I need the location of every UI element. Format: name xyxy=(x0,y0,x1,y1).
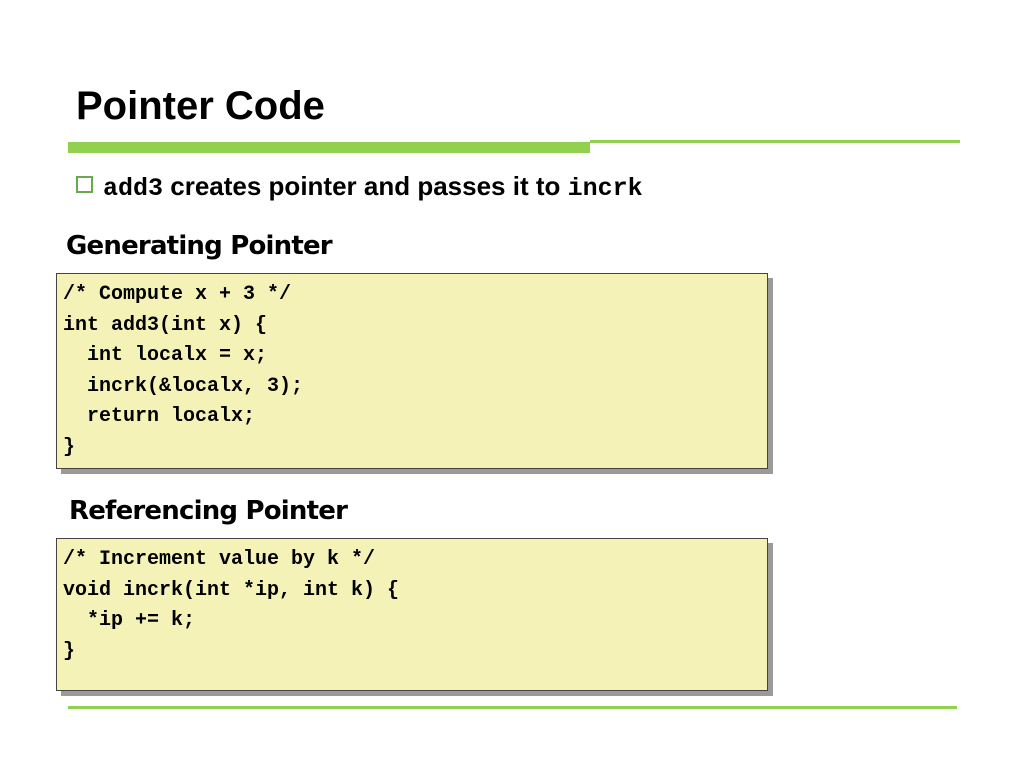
code-line: } xyxy=(63,639,76,663)
code-block-generating: /* Compute x + 3 */ int add3(int x) { in… xyxy=(56,273,768,469)
title-underline-thin xyxy=(590,140,960,143)
code-line: int add3(int x) { xyxy=(63,313,268,337)
code-block-referencing: /* Increment value by k */ void incrk(in… xyxy=(56,538,768,691)
code-line: incrk(&localx, 3); xyxy=(63,374,304,398)
code-line: int localx = x; xyxy=(63,344,268,367)
slide-title: Pointer Code xyxy=(76,84,325,128)
title-underline-thick xyxy=(68,142,590,153)
section-label-generating: Generating Pointer xyxy=(66,231,333,261)
section-label-referencing: Referencing Pointer xyxy=(69,496,348,526)
code-line: /* Increment value by k */ xyxy=(63,548,376,571)
bullet-point: add3 creates pointer and passes it to in… xyxy=(76,170,643,205)
bullet-code-add3: add3 xyxy=(103,174,164,203)
code-line: } xyxy=(63,435,76,459)
code-line: void incrk(int *ip, int k) { xyxy=(63,578,400,602)
code-line: *ip += k; xyxy=(63,609,196,632)
bullet-code-incrk: incrk xyxy=(567,174,643,203)
bullet-text: creates pointer and passes it to xyxy=(170,171,561,201)
square-bullet-icon xyxy=(76,176,93,193)
code-line: /* Compute x + 3 */ xyxy=(63,283,292,306)
footer-rule xyxy=(68,706,957,709)
code-line: return localx; xyxy=(63,405,256,428)
